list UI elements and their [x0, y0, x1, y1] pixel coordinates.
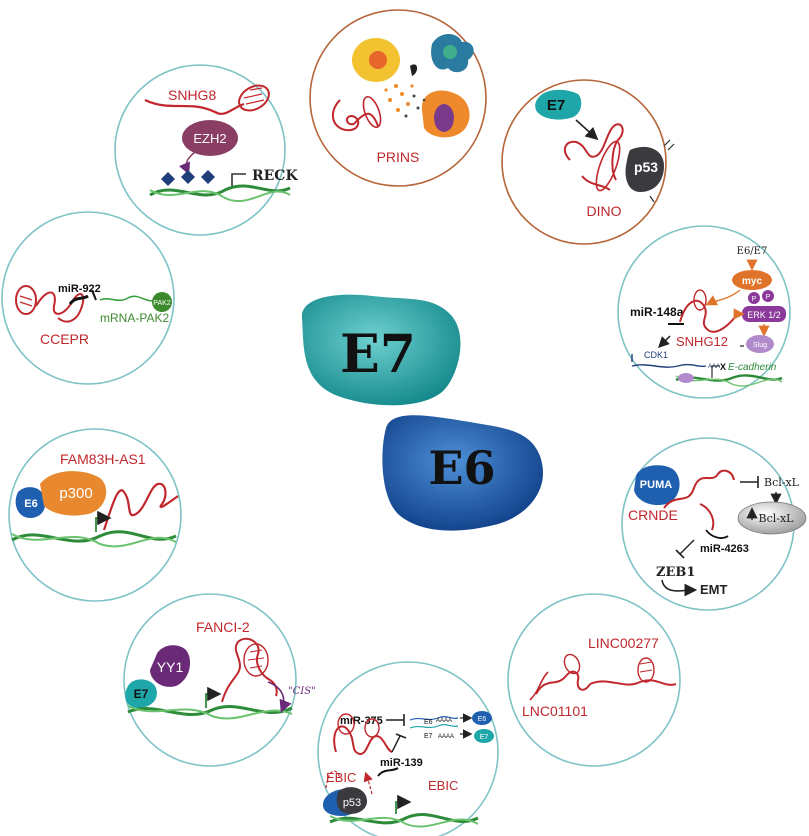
panel-dino: E7 p53 DINO [501, 79, 675, 245]
myc-protein [732, 270, 772, 290]
yy1-protein [150, 645, 191, 687]
prins-label: PRINS [377, 149, 420, 165]
snhg8-label: SNHG8 [168, 87, 216, 103]
ezh2-protein [182, 120, 238, 156]
linc00277-label: LINC00277 [588, 635, 659, 651]
cis-label: "CIS" [288, 686, 316, 697]
reck-gene-label: RECK [252, 168, 298, 184]
center-e7-label: E7 [340, 324, 416, 385]
ebic-e6-small: E6 [424, 719, 433, 726]
snhg12-inducer-label: E6/E7 [737, 246, 768, 257]
puma-protein [634, 465, 680, 506]
ebic-polya-1: AAAA [436, 718, 452, 724]
emt-label: EMT [700, 582, 728, 597]
pak2-label: PAK2 [153, 300, 170, 307]
lnc01101-label: LNC01101 [522, 703, 588, 719]
panel-prins: PRINS [309, 9, 487, 187]
ebic-e6-blob-label: E6 [478, 716, 487, 723]
ebic-e7-blob-label: E7 [480, 734, 489, 741]
center-e6-blob: E6 [382, 415, 544, 531]
ebic-e7-small: E7 [424, 733, 433, 740]
bcl-label-2: Bcl-xL [759, 512, 795, 525]
ccepr-mirna-label: miR-922 [58, 283, 101, 295]
mrna-pak2-label: mRNA-PAK2 [100, 311, 169, 325]
panel-fanci2: FANCI-2 YY1 E7 "CIS" [123, 593, 316, 767]
cdk1-label: CDK1 [644, 350, 668, 360]
crnde-label: CRNDE [628, 507, 678, 523]
erk-phospho-1: P [752, 296, 757, 303]
panel-snhg8: SNHG8 EZH2 RECK [114, 64, 298, 236]
snhg12-mirna-label: miR-148a [630, 305, 684, 319]
ebic-label-1: EBIC [326, 770, 356, 785]
crnde-mirna-label: miR-4263 [700, 543, 749, 555]
ebic-p53-label: p53 [343, 797, 361, 809]
p300-label: p300 [59, 485, 92, 502]
ebic-polya-2: AAAA [438, 734, 454, 740]
erk-phospho-2: P [766, 294, 771, 301]
panel-snhg12: E6/E7 myc miR-148a SNHG12 P P ERK 1/2 Sl… [617, 225, 791, 399]
svg-text:X: X [720, 362, 726, 372]
fam83h-label: FAM83H-AS1 [60, 451, 146, 467]
fanci2-e7-label: E7 [134, 687, 149, 701]
zeb1-label: ZEB1 [656, 565, 695, 580]
pak2-protein [152, 292, 172, 312]
fam83h-e6-label: E6 [24, 498, 37, 510]
dino-e7-label: E7 [547, 97, 565, 114]
dino-label: DINO [587, 203, 622, 219]
panel-ccepr: miR-922 PAK2 mRNA-PAK2 CCEPR [1, 211, 175, 385]
fanci2-e7-blob [125, 679, 157, 708]
erk-protein: P P ERK 1/2 [742, 290, 786, 322]
bcl-label-1: Bcl-xL [764, 476, 800, 489]
ezh2-label: EZH2 [193, 131, 226, 146]
panel-fam83h: FAM83H-AS1 E6 p300 [8, 428, 182, 602]
panel-crnde: PUMA CRNDE Bcl-xL Bcl-xL miR-4263 ZEB1 E… [621, 437, 807, 611]
yy1-label: YY1 [157, 659, 184, 675]
puma-label: PUMA [640, 479, 672, 491]
erk-label: ERK 1/2 [747, 310, 781, 320]
panel-linc: LINC00277 LNC01101 [507, 593, 681, 767]
myc-label: myc [742, 276, 762, 287]
ccepr-label: CCEPR [40, 331, 89, 347]
snhg8-rna [144, 99, 245, 115]
ecadherin-label: E-cadherin [728, 362, 777, 373]
slug-label: Slug [753, 342, 767, 349]
fanci2-label: FANCI-2 [196, 619, 250, 635]
ebic-mirna2-label: miR-139 [380, 757, 423, 769]
p300-protein [40, 471, 107, 516]
center-e7-blob: E7 [301, 294, 461, 406]
snhg12-label: SNHG12 [676, 334, 728, 349]
center-e6-label: E6 [428, 441, 495, 495]
panel-ebic: miR-375 E6 E7 AAAA AAAA E6 E7 miR-139 EB… [317, 661, 499, 836]
ebic-label-2: EBIC [428, 778, 458, 793]
fam83h-e6-blob [15, 487, 46, 518]
ebic-mirna1-label: miR-375 [340, 715, 383, 727]
dino-p53-label: p53 [634, 159, 658, 175]
cdk1-polya: AAA [708, 364, 720, 370]
slug-protein [746, 335, 774, 353]
